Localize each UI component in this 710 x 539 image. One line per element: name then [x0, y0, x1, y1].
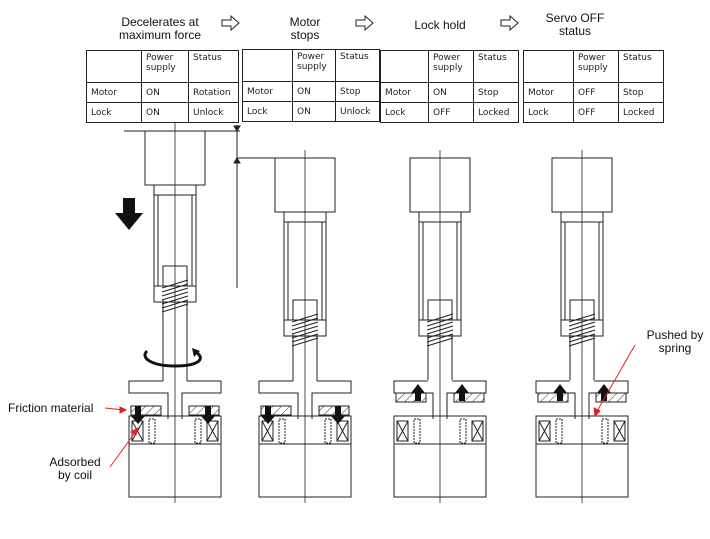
friction-material — [318, 405, 350, 416]
attract-arrow-icon — [201, 406, 215, 424]
header-cell — [86, 50, 142, 83]
pushed-by-spring-label: Pushed by spring — [646, 328, 704, 355]
header-cell: Power supply — [141, 50, 189, 83]
attract-arrow-icon — [261, 406, 275, 424]
hollow-right-arrow-icon — [355, 15, 374, 31]
header-cell: Status — [473, 50, 519, 83]
header-cell: Power supply — [573, 50, 619, 83]
row-label: Lock — [380, 102, 429, 123]
adsorbed-by-coil-label: Adsorbed by coil — [49, 455, 101, 482]
header-cell: Status — [335, 49, 380, 82]
hollow-right-arrow-icon — [500, 15, 519, 31]
header-cell: Status — [618, 50, 664, 83]
stage-title-2: Motor stops — [289, 15, 321, 42]
friction-material — [595, 392, 627, 403]
downward-motion-arrow-icon — [115, 198, 143, 230]
annotation-arrows — [104, 344, 636, 468]
row-label: Lock — [242, 101, 293, 122]
friction-material — [130, 405, 162, 416]
hollow-right-arrow-icon — [221, 15, 240, 31]
header-cell — [242, 49, 293, 82]
power-cell: OFF — [428, 102, 474, 123]
spring-push-arrow-icon — [597, 384, 611, 401]
actuator-stage-1 — [128, 123, 222, 503]
stage-title-4: Servo OFF status — [545, 11, 605, 38]
status-cell: Unlock — [188, 102, 239, 123]
actuator-stage-3 — [393, 150, 487, 503]
power-cell: ON — [141, 102, 189, 123]
actuator-stage-4 — [535, 150, 629, 503]
spring-push-arrow-icon — [455, 384, 469, 401]
friction-material — [395, 392, 427, 403]
status-cell: Locked — [473, 102, 519, 123]
stage-title-1: Decelerates at maximum force — [118, 15, 201, 42]
friction-material — [260, 405, 292, 416]
attract-arrow-icon — [331, 406, 345, 424]
status-cell: Locked — [618, 102, 664, 123]
friction-material-label: Friction material — [8, 401, 94, 415]
status-cell: Unlock — [335, 101, 380, 122]
rotation-arrow-icon — [143, 349, 202, 368]
friction-material — [188, 405, 220, 416]
spring-push-arrow-icon — [411, 384, 425, 401]
attract-arrow-icon — [131, 406, 145, 424]
stage-title-3: Lock hold — [414, 18, 466, 32]
header-cell: Status — [188, 50, 239, 83]
status-cell: Stop — [618, 82, 664, 103]
friction-material — [453, 392, 485, 403]
actuator-stage-2 — [258, 150, 352, 503]
friction-material — [537, 392, 569, 403]
spring-push-arrow-icon — [553, 384, 567, 401]
header-cell: Power supply — [292, 49, 336, 82]
